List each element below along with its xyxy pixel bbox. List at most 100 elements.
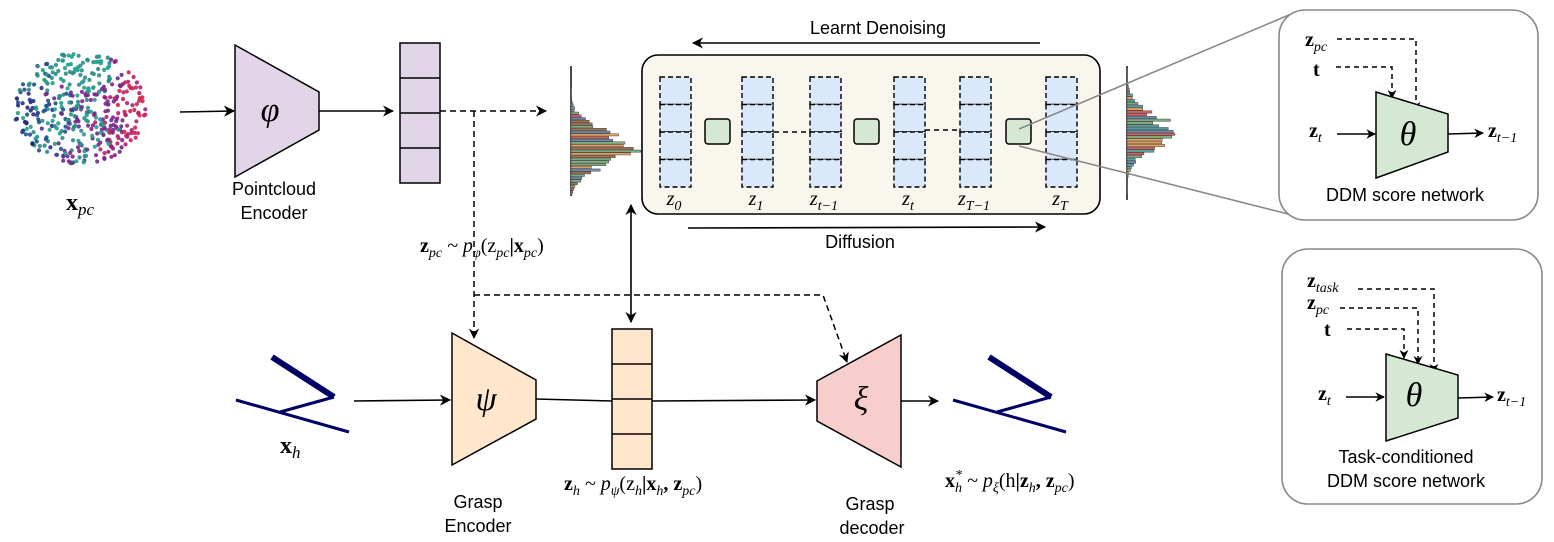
point — [110, 82, 115, 87]
point — [71, 52, 76, 57]
point — [22, 87, 27, 92]
histogram-bar — [1126, 149, 1155, 153]
point — [57, 131, 62, 136]
point — [33, 105, 39, 110]
histogram-bar — [1126, 110, 1153, 114]
point — [70, 154, 75, 159]
point — [81, 132, 86, 137]
pointcloud-latent-vector — [399, 42, 441, 184]
point — [101, 123, 106, 128]
histogram-bar — [570, 114, 582, 118]
point — [26, 91, 31, 96]
histogram-bar — [1126, 93, 1133, 97]
point — [111, 99, 116, 104]
point — [110, 130, 115, 135]
point — [26, 82, 31, 88]
point — [134, 119, 139, 124]
point — [89, 126, 94, 132]
point — [77, 155, 82, 160]
pointcloud-encoder-label-line1: Pointcloud — [232, 179, 316, 199]
histogram-bar — [1126, 116, 1157, 119]
point — [21, 115, 26, 121]
point — [125, 123, 130, 128]
histogram-bar — [570, 117, 586, 120]
task-input-zt: zt — [1318, 383, 1332, 409]
point — [49, 75, 54, 80]
point — [112, 153, 117, 158]
histogram-bar — [570, 100, 573, 104]
histogram-bar — [570, 187, 575, 191]
grasp-encoder: ψ — [451, 331, 537, 467]
histogram-bar — [570, 149, 641, 153]
histogram-bar — [570, 125, 594, 129]
grasp-output-equation: x*h ~ pξ(h|zh, zpc) — [945, 468, 1075, 496]
point — [94, 59, 99, 65]
point — [25, 105, 30, 110]
pc-latent-equation: zpc ~ pφ(zpc|xpc) — [420, 235, 544, 261]
dashed-arrow-t — [1347, 328, 1409, 359]
denoise-step-block — [853, 118, 880, 145]
point — [102, 67, 107, 72]
point — [52, 96, 57, 101]
point — [82, 85, 87, 90]
latent-label-5: zT — [1051, 188, 1069, 214]
histogram-bar — [570, 176, 583, 180]
histogram-bar — [1126, 177, 1128, 181]
histogram-bar — [1126, 166, 1132, 170]
histogram-bar — [1126, 124, 1159, 128]
point — [138, 85, 143, 90]
point — [71, 70, 76, 75]
arrow-ztm1 — [1447, 128, 1484, 139]
point — [79, 89, 84, 94]
histogram-bar — [570, 171, 591, 175]
point — [124, 89, 129, 94]
point — [101, 84, 106, 89]
point — [28, 124, 33, 129]
latent-label-3: zt — [901, 188, 915, 214]
point — [57, 96, 62, 101]
point — [44, 135, 49, 140]
point — [78, 142, 84, 147]
point — [98, 147, 103, 152]
point — [123, 112, 128, 117]
point — [14, 116, 20, 121]
point — [81, 79, 86, 84]
latent-column-1: z1 — [741, 76, 774, 214]
pointcloud-label: xpc — [66, 190, 95, 219]
point — [42, 143, 47, 148]
point — [45, 121, 50, 126]
point — [108, 95, 113, 100]
point — [119, 124, 124, 129]
point — [20, 130, 25, 135]
point — [31, 130, 36, 135]
zoom-line-top — [1018, 11, 1297, 130]
point — [65, 118, 70, 123]
point — [106, 78, 111, 83]
point — [45, 149, 50, 154]
histogram-bar — [1126, 152, 1145, 156]
histogram-bar — [1126, 96, 1133, 100]
point — [37, 143, 43, 149]
point — [16, 103, 21, 108]
histogram-bar — [570, 98, 573, 101]
point — [35, 64, 40, 69]
histogram-bar — [570, 163, 607, 166]
point — [105, 65, 110, 71]
point — [67, 69, 73, 75]
point — [63, 124, 68, 129]
point — [75, 99, 81, 104]
point — [56, 57, 61, 63]
histogram-bar — [570, 193, 573, 196]
point — [107, 61, 112, 66]
latent-label-4: zT−1 — [957, 188, 990, 214]
point — [135, 131, 140, 136]
point — [79, 128, 84, 133]
point — [92, 97, 97, 102]
point — [80, 99, 85, 104]
task-input-t: t — [1324, 319, 1331, 341]
ddm-input-zt: zt — [1309, 120, 1323, 146]
histogram-bar — [1126, 129, 1174, 133]
point — [92, 111, 97, 116]
point — [125, 101, 130, 106]
